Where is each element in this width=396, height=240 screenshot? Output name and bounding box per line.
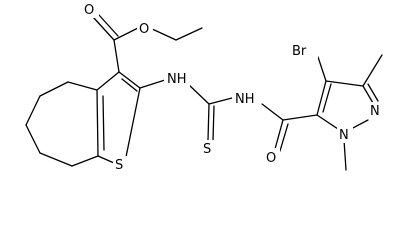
pyrazole-n1-label: N <box>339 128 349 143</box>
atom-labels: O O S NH NH S O Br N N <box>83 2 384 173</box>
pyrazole-n2-label: N <box>370 104 380 119</box>
ester-carbonyl-o-label: O <box>84 3 94 18</box>
thiourea-s-label: S <box>203 142 211 157</box>
amide-carbonyl <box>274 114 318 152</box>
structure-svg: O O S NH NH S O Br N N <box>25 2 384 173</box>
ester-ether-o-label: O <box>139 22 149 37</box>
amine-nh-left-label: NH <box>167 72 187 87</box>
amine-nh-right-label: NH <box>235 92 255 107</box>
thiophene-s-label: S <box>115 158 123 173</box>
cycloheptane-ring <box>25 81 99 167</box>
pyrazole-ring <box>316 54 383 171</box>
thiophene-ring <box>96 71 141 164</box>
bromine-label: Br <box>292 44 307 59</box>
amide-o-label: O <box>266 151 276 166</box>
ethyl-ester <box>92 14 203 73</box>
thiourea-linker <box>139 79 284 141</box>
molecule-diagram: O O S NH NH S O Br N N <box>25 2 384 173</box>
